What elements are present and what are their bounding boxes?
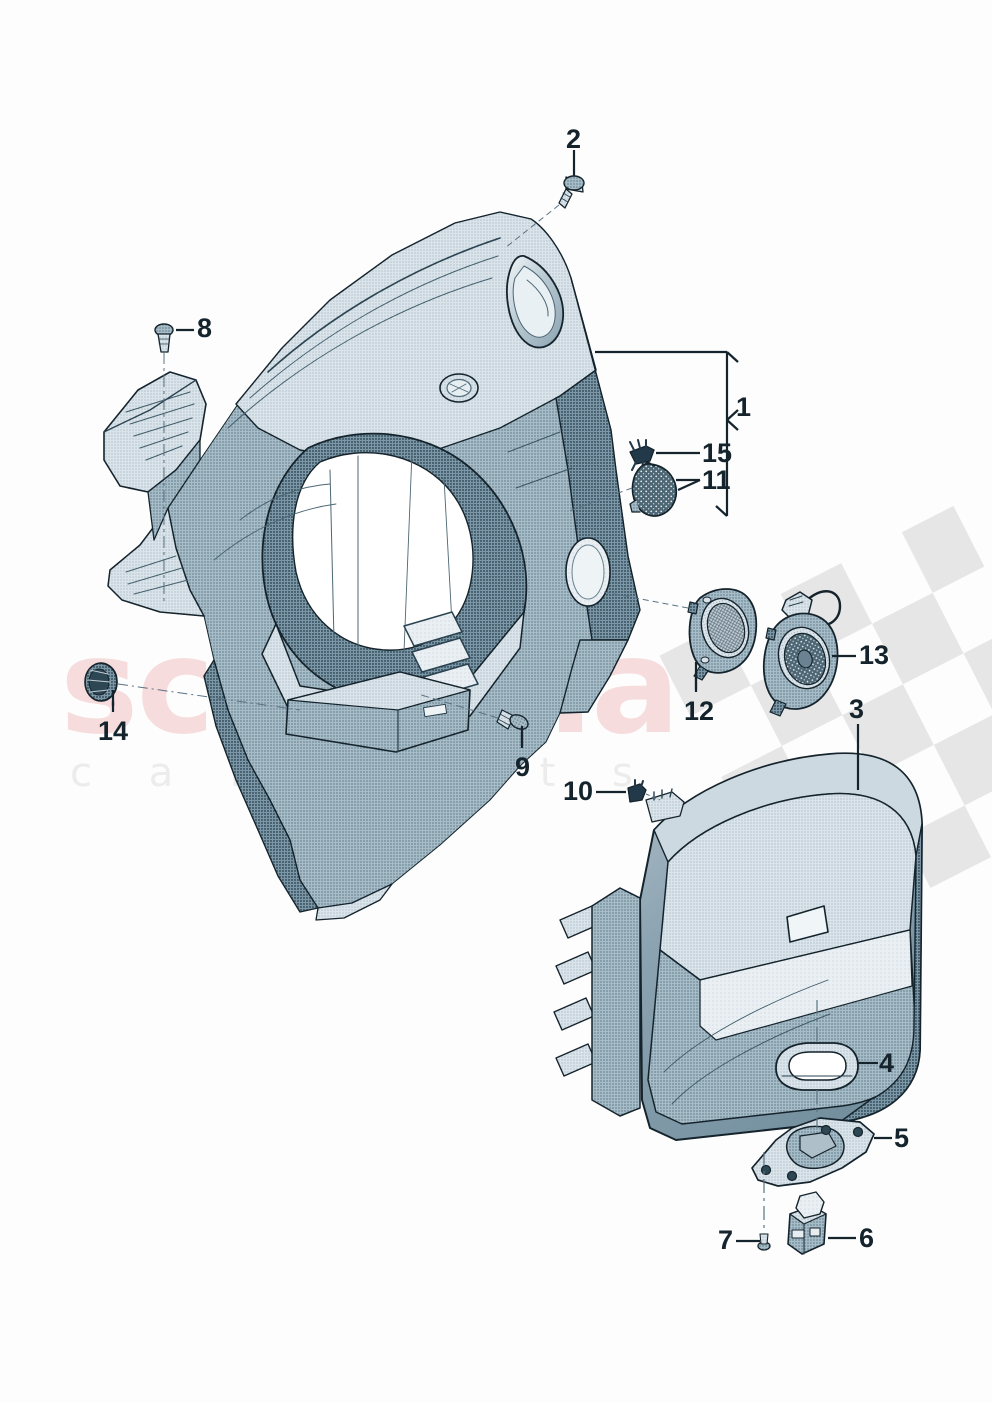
part-5-latch-plate xyxy=(751,1117,875,1187)
callout-label-6: 6 xyxy=(859,1223,875,1253)
part-2-screw xyxy=(558,175,585,209)
callout-label-15: 15 xyxy=(702,438,733,468)
part-13-speaker-woofer xyxy=(762,590,842,717)
part-12-speaker-midrange xyxy=(687,588,758,681)
callout-label-11: 11 xyxy=(702,465,731,495)
callout-label-4: 4 xyxy=(879,1048,895,1078)
callout-label-1: 1 xyxy=(736,392,752,422)
part-10-clip xyxy=(627,779,647,803)
callout-label-7: 7 xyxy=(718,1225,734,1255)
part-6-lock-catch xyxy=(787,1191,827,1255)
part-1-dashboard-housing xyxy=(103,211,641,921)
callout-label-8: 8 xyxy=(197,313,213,343)
callout-label-3: 3 xyxy=(849,694,865,724)
part-15-clip xyxy=(629,439,655,471)
callout-label-2: 2 xyxy=(566,124,582,154)
callout-label-9: 9 xyxy=(515,752,531,782)
part-7-screw-small xyxy=(757,1233,771,1251)
callout-label-12: 12 xyxy=(684,696,715,726)
callout-label-5: 5 xyxy=(894,1123,910,1153)
part-8-screw xyxy=(154,323,174,353)
part-3-glovebox-lid xyxy=(553,752,923,1141)
callout-label-13: 13 xyxy=(859,640,890,670)
callout-label-14: 14 xyxy=(98,716,129,746)
part-14-grommet xyxy=(84,662,118,702)
part-9-screw xyxy=(496,709,529,730)
callout-label-10: 10 xyxy=(563,776,594,806)
part-11-cap-cover xyxy=(629,461,678,517)
part-4-seal-frame xyxy=(775,1042,859,1091)
